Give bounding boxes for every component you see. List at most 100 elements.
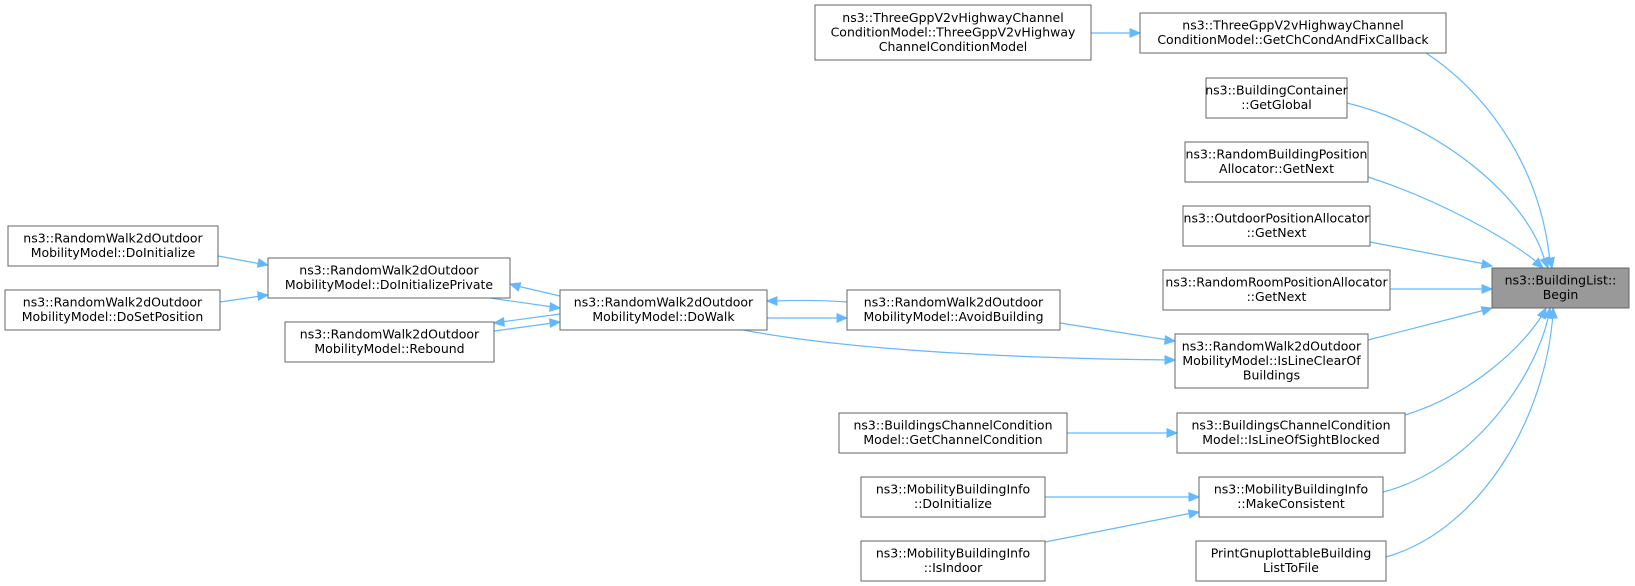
- node-avoidbuilding[interactable]: ns3::RandomWalk2dOutdoorMobilityModel::A…: [846, 289, 1061, 331]
- node-threegppctor[interactable]: ns3::ThreeGppV2vHighwayChannelConditionM…: [814, 4, 1092, 61]
- arrowhead-getchancond-to-islosblocked: [1166, 428, 1179, 438]
- node-label-line: ns3::RandomWalk2dOutdoor: [864, 295, 1044, 310]
- arrowhead-avoidbuilding-to-dowalk: [765, 296, 778, 306]
- edge-islineclear-to-root: [1367, 309, 1486, 341]
- edge-avoidbuilding-to-islineclear: [1059, 322, 1169, 341]
- arrowhead-isindoor-to-makeconsistent: [1187, 509, 1201, 519]
- node-label-line: MobilityModel::DoInitializePrivate: [285, 277, 494, 292]
- node-doinitprivate[interactable]: ns3::RandomWalk2dOutdoorMobilityModel::D…: [267, 257, 511, 299]
- edge-rbpa_getnext-to-root: [1367, 176, 1539, 264]
- node-box: [7, 225, 219, 267]
- edge-islosblocked-to-root: [1404, 313, 1544, 416]
- node-box: [284, 321, 495, 363]
- arrowhead-rrpa_getnext-to-root: [1481, 284, 1494, 294]
- node-box: [860, 540, 1046, 582]
- edge-opa_getnext-to-root: [1369, 241, 1486, 265]
- node-islineclear[interactable]: ns3::RandomWalk2dOutdoorMobilityModel::I…: [1174, 333, 1369, 389]
- node-box: [1182, 205, 1371, 247]
- arrowhead-rebound-to-dowalk: [549, 318, 562, 328]
- arrowhead-printgnuplot-to-root: [1548, 306, 1558, 319]
- node-label-line: ns3::MobilityBuildingInfo: [876, 546, 1030, 561]
- node-doinit[interactable]: ns3::RandomWalk2dOutdoorMobilityModel::D…: [7, 225, 219, 267]
- node-label-line: ns3::BuildingsChannelCondition: [854, 418, 1053, 433]
- arrowhead-dowalk-to-doinitprivate: [508, 282, 522, 292]
- node-label-line: ns3::RandomWalk2dOutdoor: [1182, 338, 1362, 353]
- node-rrpa_getnext[interactable]: ns3::RandomRoomPositionAllocator::GetNex…: [1162, 269, 1391, 311]
- node-box: [1491, 267, 1630, 309]
- node-box: [1176, 412, 1406, 454]
- node-box: [559, 289, 768, 331]
- node-label-line: ConditionModel::ThreeGppV2vHighway: [831, 24, 1076, 39]
- edge-dosetpos-to-doinitprivate: [219, 295, 262, 303]
- node-label-line: ns3::RandomWalk2dOutdoor: [23, 295, 203, 310]
- node-label-line: ChannelConditionModel: [879, 39, 1028, 54]
- node-rbpa_getnext[interactable]: ns3::RandomBuildingPositionAllocator::Ge…: [1184, 141, 1369, 183]
- node-label-line: MobilityModel::IsLineClearOf: [1182, 353, 1361, 368]
- node-box: [4, 289, 221, 331]
- arrowhead-dosetpos-to-doinitprivate: [257, 291, 270, 301]
- node-box: [1184, 141, 1369, 183]
- node-box: [838, 412, 1068, 454]
- node-label-line: ListToFile: [1263, 560, 1319, 575]
- edge-makeconsistent-to-root: [1382, 313, 1550, 493]
- node-label-line: ns3::ThreeGppV2vHighwayChannel: [1182, 18, 1403, 33]
- arrowhead-mbi_doinit-to-makeconsistent: [1188, 492, 1201, 502]
- edge-dowalk-to-doinitprivate: [516, 285, 561, 297]
- arrowhead-islineclear-to-root: [1480, 306, 1494, 316]
- node-rebound[interactable]: ns3::RandomWalk2dOutdoorMobilityModel::R…: [284, 321, 495, 363]
- node-getglobal[interactable]: ns3::BuildingContainer::GetGlobal: [1205, 77, 1349, 119]
- node-label-line: MobilityModel::AvoidBuilding: [863, 309, 1043, 324]
- node-label-line: MobilityModel::DoInitialize: [31, 245, 196, 260]
- node-root[interactable]: ns3::BuildingList::Begin: [1491, 267, 1630, 309]
- node-isindoor[interactable]: ns3::MobilityBuildingInfo::IsIndoor: [860, 540, 1046, 582]
- node-label-line: ns3::RandomWalk2dOutdoor: [23, 231, 203, 246]
- node-label-line: ns3::RandomWalk2dOutdoor: [574, 295, 754, 310]
- edge-rebound-to-dowalk: [493, 322, 554, 332]
- node-label-line: ns3::BuildingList::: [1505, 273, 1617, 288]
- arrowhead-threegppctor-to-getchcond: [1129, 28, 1142, 38]
- arrowhead-doinitprivate-to-dowalk: [549, 302, 562, 312]
- arrowhead-avoidbuilding-to-islineclear: [1164, 335, 1177, 345]
- node-label-line: ns3::OutdoorPositionAllocator: [1184, 211, 1371, 226]
- node-box: [860, 476, 1046, 518]
- edge-doinit-to-doinitprivate: [217, 255, 262, 265]
- node-label-line: ns3::BuildingContainer: [1205, 83, 1348, 98]
- node-getchancond[interactable]: ns3::BuildingsChannelConditionModel::Get…: [838, 412, 1068, 454]
- node-label-line: ns3::MobilityBuildingInfo: [1214, 482, 1368, 497]
- node-label-line: ::IsIndoor: [924, 560, 983, 575]
- node-label-line: Buildings: [1243, 367, 1300, 382]
- node-label-line: ConditionModel::GetChCondAndFixCallback: [1157, 32, 1429, 47]
- node-label-line: ::GetGlobal: [1241, 97, 1312, 112]
- node-label-line: Model::GetChannelCondition: [863, 432, 1042, 447]
- node-makeconsistent[interactable]: ns3::MobilityBuildingInfo::MakeConsisten…: [1198, 476, 1384, 518]
- node-getchcond[interactable]: ns3::ThreeGppV2vHighwayChannelConditionM…: [1139, 12, 1447, 54]
- node-dosetpos[interactable]: ns3::RandomWalk2dOutdoorMobilityModel::D…: [4, 289, 221, 331]
- node-label-line: PrintGnuplottableBuilding: [1211, 546, 1372, 561]
- node-box: [267, 257, 511, 299]
- node-opa_getnext[interactable]: ns3::OutdoorPositionAllocator::GetNext: [1182, 205, 1371, 247]
- node-mbi_doinit[interactable]: ns3::MobilityBuildingInfo::DoInitialize: [860, 476, 1046, 518]
- node-box: [814, 4, 1092, 61]
- node-box: [1198, 476, 1384, 518]
- node-label-line: MobilityModel::DoSetPosition: [22, 309, 204, 324]
- node-islosblocked[interactable]: ns3::BuildingsChannelConditionModel::IsL…: [1176, 412, 1406, 454]
- arrowhead-opa_getnext-to-root: [1480, 259, 1494, 269]
- arrowhead-dowalk-to-islineclear: [1164, 355, 1177, 365]
- edges-layer: [217, 28, 1558, 558]
- edge-doinitprivate-to-dowalk: [489, 297, 554, 308]
- edge-getglobal-to-root: [1346, 102, 1546, 263]
- node-label-line: Begin: [1543, 287, 1579, 302]
- node-box: [1195, 540, 1387, 582]
- arrowhead-rbpa_getnext-to-root: [1531, 257, 1544, 269]
- node-label-line: ns3::RandomRoomPositionAllocator: [1165, 275, 1388, 290]
- node-label-line: ::GetNext: [1247, 289, 1307, 304]
- node-dowalk[interactable]: ns3::RandomWalk2dOutdoorMobilityModel::D…: [559, 289, 768, 331]
- node-label-line: ns3::RandomBuildingPosition: [1186, 147, 1368, 162]
- node-label-line: ::MakeConsistent: [1237, 496, 1345, 511]
- node-label-line: ns3::BuildingsChannelCondition: [1192, 418, 1391, 433]
- edge-dowalk-to-rebound: [500, 313, 561, 323]
- node-box: [1205, 77, 1348, 119]
- edge-dowalk-to-islineclear: [742, 329, 1169, 361]
